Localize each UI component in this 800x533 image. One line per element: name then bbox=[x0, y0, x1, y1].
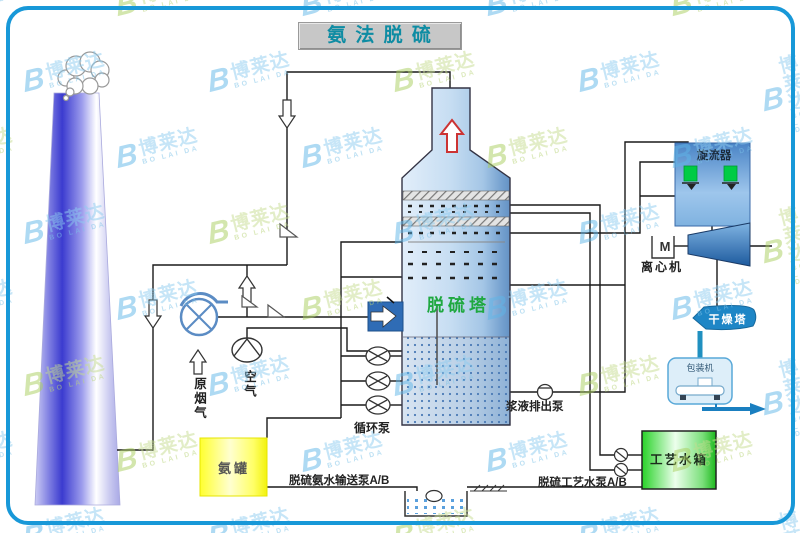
cyclone-funnel-icon bbox=[722, 165, 739, 190]
damper-valves bbox=[241, 222, 299, 318]
drying-tower bbox=[692, 305, 757, 359]
packing-machine-label: 包装机 bbox=[686, 363, 714, 373]
motor-label: M bbox=[659, 239, 671, 254]
circulation-pump-label: 循环泵 bbox=[354, 421, 391, 435]
smoke-cloud-icon bbox=[57, 51, 110, 102]
ground-hatch bbox=[470, 484, 507, 492]
damper-icon bbox=[241, 294, 259, 308]
cyclone-funnel-icon bbox=[682, 165, 699, 190]
tower-inlet-duct bbox=[367, 296, 404, 332]
circulation-pumps bbox=[365, 346, 391, 415]
packing-machine bbox=[667, 357, 733, 405]
pump-icon bbox=[365, 395, 391, 415]
air-label: 空气 bbox=[242, 370, 256, 399]
centrifuge-label: 离心机 bbox=[641, 260, 684, 274]
product-flow-arrow bbox=[702, 403, 766, 415]
damper-icon bbox=[267, 303, 286, 318]
pump-icon bbox=[425, 489, 443, 503]
desulfurization-tower bbox=[401, 87, 511, 426]
flue-gas-fan bbox=[179, 292, 228, 337]
flow-arrow-up-icon bbox=[188, 348, 208, 375]
chimney bbox=[34, 92, 121, 506]
process-water-pumps bbox=[613, 447, 629, 478]
hydrocyclone-label: 旋流器 bbox=[696, 150, 732, 162]
process-water-pump-label: 脱硫工艺水泵A/B bbox=[538, 477, 627, 489]
raw-flue-gas-label: 原烟气 bbox=[192, 377, 206, 421]
damper-icon bbox=[279, 222, 299, 238]
process-water-tank-label: 工艺水箱 bbox=[649, 453, 708, 467]
flow-arrow-down-icon bbox=[277, 99, 297, 130]
ammonia-tank bbox=[199, 437, 268, 497]
ammonia-tank-label: 氨罐 bbox=[217, 461, 250, 476]
centrifuge bbox=[651, 222, 751, 267]
conveyor-icon bbox=[675, 377, 725, 400]
demister-band bbox=[402, 216, 510, 227]
slurry-discharge-pump bbox=[536, 383, 554, 401]
pump-icon bbox=[365, 346, 391, 366]
motor-box bbox=[651, 236, 675, 259]
ammonia-water-transfer-pump-label: 脱硫氨水输送泵A/B bbox=[289, 475, 390, 487]
clean-gas-arrow-icon bbox=[438, 118, 466, 153]
page-title: 氨 法 脱 硫 bbox=[298, 22, 462, 50]
hydrocyclone bbox=[674, 142, 751, 227]
flow-arrow-right-icon bbox=[370, 305, 397, 328]
air-blower bbox=[231, 337, 263, 363]
sump-pit bbox=[404, 489, 468, 517]
spray-nozzle-rows bbox=[408, 204, 505, 280]
flow-arrow-down-icon bbox=[143, 299, 163, 330]
process-water-tank bbox=[641, 430, 717, 490]
tower-label: 脱硫塔 bbox=[427, 296, 490, 315]
demister-band bbox=[402, 190, 510, 201]
pump-icon bbox=[365, 371, 391, 391]
drying-tower-label: 干燥塔 bbox=[708, 314, 748, 326]
slurry-discharge-pump-label: 浆液排出泵 bbox=[506, 401, 564, 413]
flow-arrows bbox=[143, 99, 297, 375]
